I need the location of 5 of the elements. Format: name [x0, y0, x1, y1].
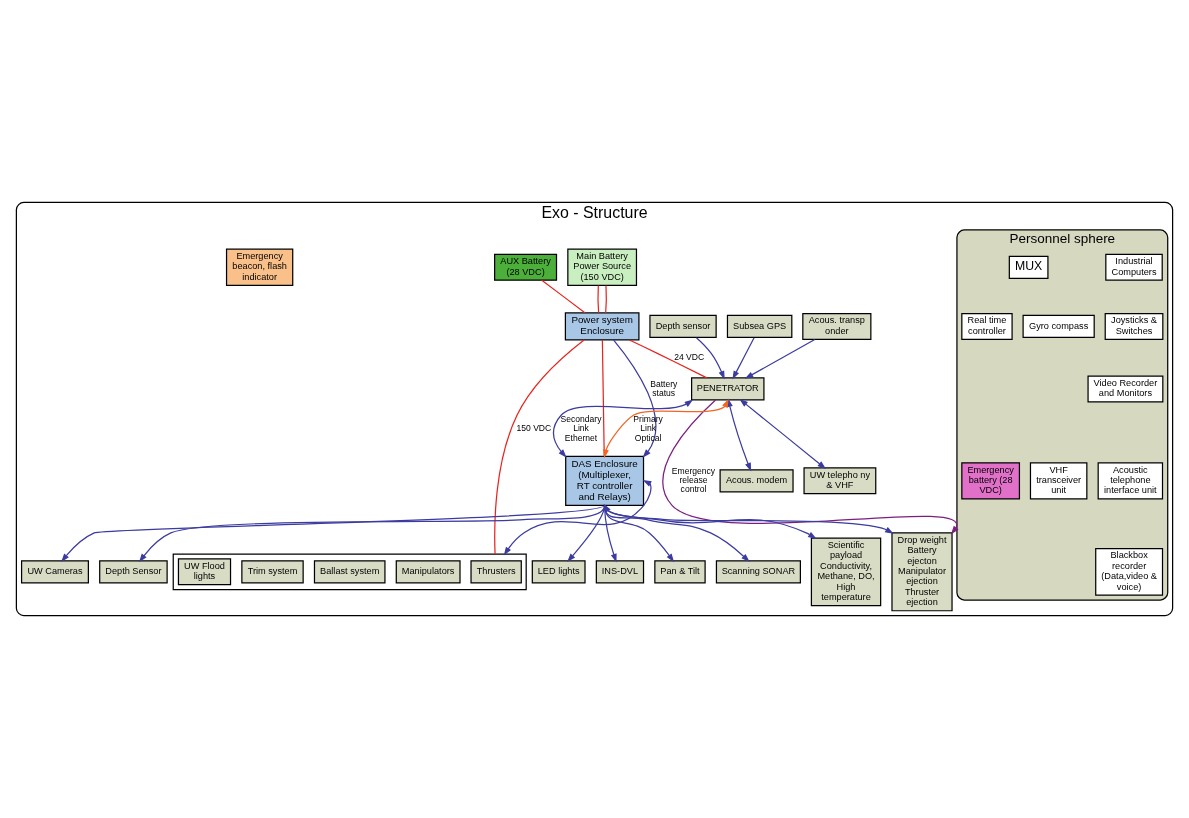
edge-label: Secondary Link Ethernet	[560, 414, 602, 443]
edge-label: 24 VDC	[674, 352, 705, 363]
edge-label: Emergency release control	[671, 465, 716, 495]
edge-label: 150 VDC	[516, 423, 552, 434]
edge-label: Battery status	[650, 378, 678, 398]
